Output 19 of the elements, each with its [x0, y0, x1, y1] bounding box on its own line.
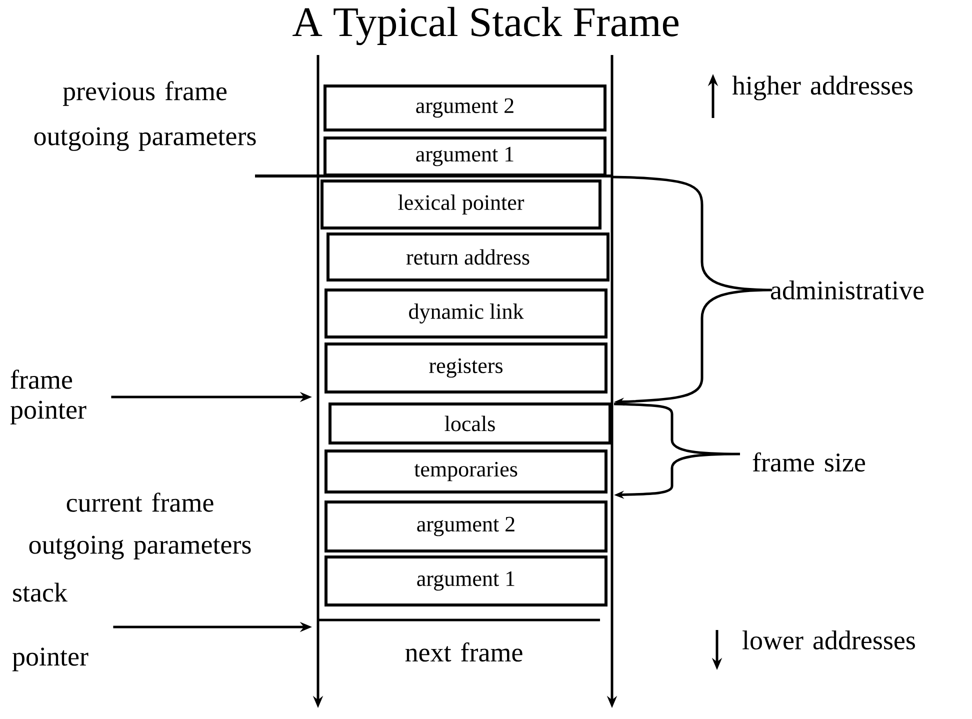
brace-label: frame size	[752, 452, 865, 472]
section-label: next frame	[405, 642, 522, 662]
pointer-label: frame pointer	[10, 370, 86, 424]
pointer-label: stack pointer	[12, 582, 88, 672]
direction-label: higher addresses	[732, 76, 912, 100]
stack-slot-box: return address	[326, 232, 610, 282]
title: A Typical Stack Frame	[292, 6, 678, 46]
stack-slot-box: locals	[328, 402, 612, 444]
stack-slot-box: argument 1	[324, 556, 608, 606]
brace-label: administrative	[770, 280, 924, 300]
stack-slot-box: argument 2	[324, 500, 608, 552]
direction-label: lower addresses	[742, 630, 915, 650]
section-label: previous frame outgoing parameters	[34, 81, 256, 151]
stack-slot-box: argument 2	[324, 84, 606, 132]
stack-slot-box: registers	[324, 342, 608, 394]
stack-slot-box: dynamic link	[324, 288, 608, 338]
stack-slot-box: argument 1	[324, 136, 606, 176]
stack-slot-box: lexical pointer	[320, 180, 602, 230]
stack-slot-box: temporaries	[324, 450, 608, 494]
